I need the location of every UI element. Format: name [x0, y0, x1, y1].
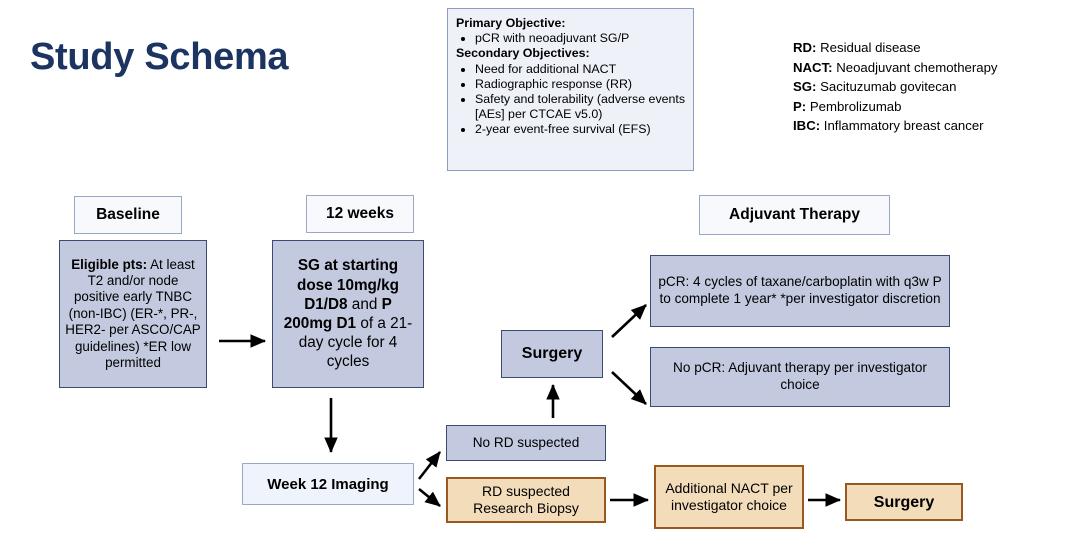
rd-suspected-research-biopsy-box: RD suspected Research Biopsy — [446, 477, 606, 523]
eligibility-detail: At least T2 and/or node positive early T… — [65, 256, 201, 371]
eligibility-criteria-box: Eligible pts: At least T2 and/or node po… — [59, 240, 207, 388]
treatment-seg-3: P 200mg D1 — [283, 295, 392, 332]
treatment-text: SG at starting dose 10mg/kg D1/D8 and P … — [278, 256, 418, 371]
treatment-seg-4: of a 21-day cycle for 4 cycles — [298, 315, 413, 371]
list-item: 2-year event-free survival (EFS) — [475, 122, 687, 137]
legend-abbr: IBC: — [793, 118, 821, 134]
arrow-imaging-to-rd-biopsy — [418, 487, 441, 508]
objectives-panel: Primary Objective: pCR with neoadjuvant … — [447, 8, 694, 171]
treatment-seg-2: and — [347, 295, 382, 313]
arrow-surgery-to-pcr — [611, 304, 647, 338]
treatment-seg-1: SG at starting dose 10mg/kg D1/D8 — [296, 257, 399, 313]
list-item: Radiographic response (RR) — [475, 77, 687, 92]
legend-meaning: Pembrolizumab — [809, 98, 902, 114]
arrow-imaging-to-no-rd — [417, 451, 442, 480]
legend-entry: RD: Residual disease — [793, 38, 1073, 58]
legend-abbr: RD: — [793, 40, 817, 55]
stage-header-adjuvant-therapy: Adjuvant Therapy — [699, 195, 890, 235]
no-rd-suspected-box: No RD suspected — [446, 425, 606, 461]
primary-objective-list: pCR with neoadjuvant SG/P — [456, 31, 687, 46]
legend-abbr: NACT: — [793, 59, 833, 75]
eligibility-text: Eligible pts: At least T2 and/or node po… — [65, 257, 201, 372]
eligibility-label: Eligible pts: — [71, 256, 148, 272]
legend-meaning: Inflammatory breast cancer — [823, 118, 984, 134]
page-title: Study Schema — [30, 36, 289, 78]
final-surgery-box: Surgery — [845, 483, 963, 521]
secondary-objective-list: Need for additional NACT Radiographic re… — [456, 62, 687, 138]
primary-objective-heading: Primary Objective: — [456, 16, 566, 30]
no-pcr-arm-box: No pCR: Adjuvant therapy per investigato… — [650, 347, 950, 407]
list-item: pCR with neoadjuvant SG/P — [475, 31, 687, 46]
treatment-regimen-box: SG at starting dose 10mg/kg D1/D8 and P … — [272, 240, 424, 388]
legend-abbr: SG: — [793, 79, 817, 95]
stage-header-baseline: Baseline — [74, 196, 182, 234]
secondary-objectives-heading: Secondary Objectives: — [456, 46, 590, 61]
pcr-arm-box: pCR: 4 cycles of taxane/carboplatin with… — [650, 255, 950, 327]
stage-header-12-weeks: 12 weeks — [306, 195, 414, 233]
additional-nact-box: Additional NACT per investigator choice — [654, 465, 804, 529]
legend-abbr: P: — [793, 98, 807, 114]
surgery-box: Surgery — [501, 330, 603, 378]
legend-entry: P: Pembrolizumab — [793, 97, 1073, 117]
legend-meaning: Neoadjuvant chemotherapy — [836, 59, 998, 75]
legend-entry: IBC: Inflammatory breast cancer — [793, 116, 1073, 136]
legend-meaning: Sacituzumab govitecan — [820, 79, 957, 95]
legend-meaning: Residual disease — [820, 40, 921, 55]
week-12-imaging-box: Week 12 Imaging — [242, 463, 414, 505]
arrow-surgery-to-no-pcr — [611, 371, 647, 405]
legend-entry: NACT: Neoadjuvant chemotherapy — [793, 58, 1073, 78]
abbreviation-legend: RD: Residual disease NACT: Neoadjuvant c… — [793, 38, 1073, 136]
list-item: Need for additional NACT — [475, 62, 687, 77]
legend-entry: SG: Sacituzumab govitecan — [793, 77, 1073, 97]
list-item: Safety and tolerability (adverse events … — [475, 92, 687, 122]
